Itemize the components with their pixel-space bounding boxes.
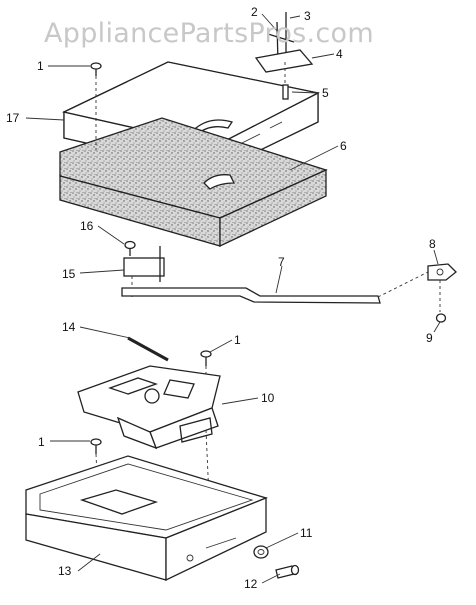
leader-lines (25, 13, 441, 584)
screw-part-1-top (90, 62, 102, 150)
callout-1-lower: 1 (38, 435, 45, 449)
callout-14: 14 (62, 320, 76, 334)
screw-part-12 (275, 564, 300, 579)
nut-part-9 (435, 313, 447, 323)
callout-9: 9 (426, 331, 433, 345)
callout-1-top: 1 (37, 59, 44, 73)
grommet-part-11 (253, 545, 269, 559)
callout-labels: 1 2 3 4 5 17 6 16 15 7 8 9 14 1 10 1 11 … (6, 5, 436, 591)
callout-1-middle: 1 (234, 333, 241, 347)
screw-part-1-middle (200, 350, 212, 384)
base-tray-part-13 (25, 455, 268, 582)
callout-15: 15 (62, 267, 76, 281)
callout-3: 3 (304, 9, 311, 23)
latch-plate-part-10 (77, 365, 221, 521)
callout-4: 4 (336, 47, 343, 61)
callout-2: 2 (251, 5, 258, 19)
callout-12: 12 (244, 577, 258, 591)
callout-17: 17 (6, 111, 20, 125)
callout-8: 8 (429, 237, 436, 251)
callout-10: 10 (261, 391, 275, 405)
watermark-text: AppliancePartsPros.com (44, 18, 374, 49)
callout-5: 5 (322, 86, 329, 100)
callout-11: 11 (300, 526, 313, 540)
callout-16: 16 (80, 219, 94, 233)
clip-part-8 (427, 263, 457, 312)
bracket-part-15 (123, 240, 165, 300)
upper-hardware-group (254, 12, 314, 100)
callout-13: 13 (58, 564, 72, 578)
insulation-pad-part-6 (59, 117, 328, 248)
callout-6: 6 (340, 139, 347, 153)
pin-part-14 (127, 336, 169, 362)
rod-part-7 (121, 271, 429, 304)
callout-7: 7 (278, 255, 285, 269)
